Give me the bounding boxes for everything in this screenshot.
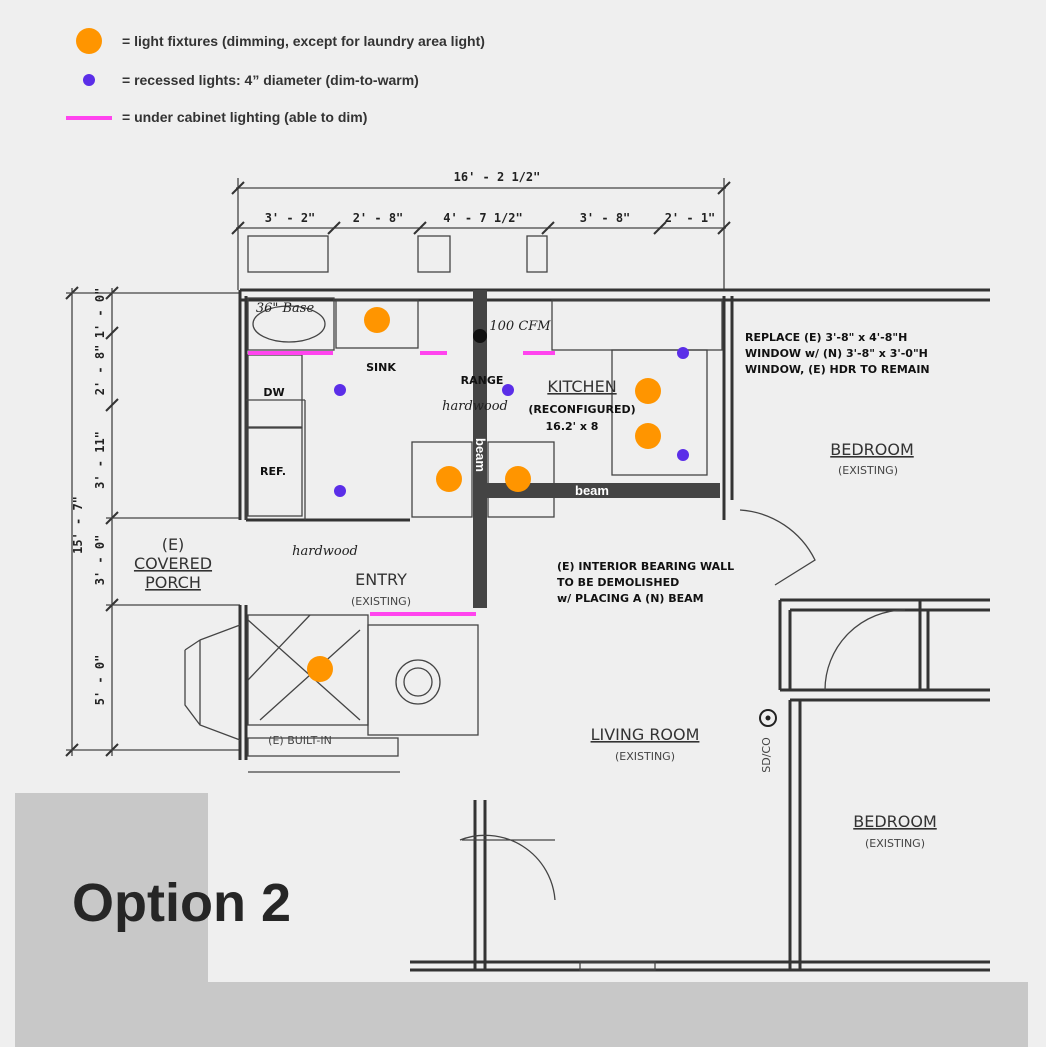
dim-top: 2' - 1" [665, 211, 716, 225]
light-fixture [635, 378, 661, 404]
recessed-lights [334, 347, 689, 497]
built-in-label: (E) BUILT-IN [268, 734, 332, 747]
hardwood-label: hardwood [442, 399, 508, 414]
gray-overlay [15, 793, 1028, 1047]
recessed-light [334, 485, 346, 497]
window-note: REPLACE (E) 3'-8" x 4'-8"H [745, 331, 907, 344]
light-fixture [635, 423, 661, 449]
legend-label: = light fixtures (dimming, except for la… [122, 33, 485, 49]
wall-note: TO BE DEMOLISHED [557, 576, 679, 589]
recessed-light [502, 384, 514, 396]
legend: = light fixtures (dimming, except for la… [66, 28, 485, 125]
horizontal-beam [473, 483, 720, 498]
wall-note: w/ PLACING A (N) BEAM [557, 592, 704, 605]
recessed-light [677, 347, 689, 359]
light-fixture-legend-icon [76, 28, 102, 54]
living-room-label: LIVING ROOM [591, 725, 700, 744]
window-note: WINDOW w/ (N) 3'-8" x 3'-0"H [745, 347, 928, 360]
range-label: RANGE [461, 374, 504, 387]
cfm-label: 100 CFM [489, 319, 551, 334]
sdco-label: SD/CO [760, 737, 773, 773]
hardwood-label: hardwood [292, 544, 358, 559]
beams: beam beam [473, 290, 720, 608]
base-label: 36" Base [256, 301, 315, 316]
light-fixture [307, 656, 333, 682]
legend-label: = under cabinet lighting (able to dim) [122, 109, 367, 125]
porch-label: PORCH [145, 573, 201, 592]
dim-top: 3' - 2" [265, 211, 316, 225]
light-fixture [436, 466, 462, 492]
sd-co-symbol [759, 709, 777, 727]
notes: REPLACE (E) 3'-8" x 4'-8"H WINDOW w/ (N)… [557, 331, 930, 605]
bedroom-sub: (EXISTING) [838, 464, 898, 477]
beam-label: beam [473, 438, 488, 472]
option-label: Option 2 [72, 873, 291, 933]
dim-left: 2' - 8" [93, 345, 107, 396]
porch-label: COVERED [134, 554, 212, 573]
sink-label: SINK [366, 361, 396, 374]
walls [184, 288, 990, 972]
bedroom-sub: (EXISTING) [865, 837, 925, 850]
light-fixture [505, 466, 531, 492]
window-note: WINDOW, (E) HDR TO REMAIN [745, 363, 930, 376]
wall-note: (E) INTERIOR BEARING WALL [557, 560, 734, 573]
kitchen-label: KITCHEN [547, 377, 616, 396]
left-dimensions: 15' - 7" 1' - 0" 2' - 8" 3' - 11" 3' - 0… [65, 286, 240, 757]
recessed-light [334, 384, 346, 396]
dim-left: 3' - 0" [93, 535, 107, 586]
under-cabinet-lights [248, 351, 555, 616]
entry-label: ENTRY [355, 570, 407, 589]
light-fixture [364, 307, 390, 333]
overall-width-dim: 16' - 2 1/2" [454, 170, 541, 184]
dim-top: 3' - 8" [580, 211, 631, 225]
kitchen-size: 16.2' x 8 [546, 420, 599, 433]
light-fixtures [307, 307, 661, 682]
legend-label: = recessed lights: 4” diameter (dim-to-w… [122, 72, 419, 88]
dw-label: DW [263, 386, 284, 399]
vertical-beam [473, 290, 487, 608]
recessed-light-legend-icon [83, 74, 95, 86]
dim-left: 3' - 11" [93, 431, 107, 489]
dim-top: 4' - 7 1/2" [443, 211, 522, 225]
room-labels: KITCHEN (RECONFIGURED) 16.2' x 8 BEDROOM… [134, 377, 937, 850]
recessed-light [677, 449, 689, 461]
top-dimensions: 16' - 2 1/2" 3' - 2" 2' - 8" 4' - 7 1/2"… [231, 170, 731, 290]
fixture-labels: SINK RANGE DW REF. hardwood hardwood (E)… [256, 301, 773, 773]
beam-label: beam [575, 483, 609, 498]
porch-label: (E) [162, 535, 185, 554]
bedroom-label: BEDROOM [830, 440, 914, 459]
kitchen-sub: (RECONFIGURED) [528, 403, 635, 416]
living-room-sub: (EXISTING) [615, 750, 675, 763]
dim-left: 5' - 0" [93, 655, 107, 706]
dim-left: 1' - 0" [93, 288, 107, 339]
entry-sub: (EXISTING) [351, 595, 411, 608]
bedroom-label: BEDROOM [853, 812, 937, 831]
overall-depth-dim: 15' - 7" [71, 496, 85, 554]
dim-top: 2' - 8" [353, 211, 404, 225]
ref-label: REF. [260, 465, 286, 478]
